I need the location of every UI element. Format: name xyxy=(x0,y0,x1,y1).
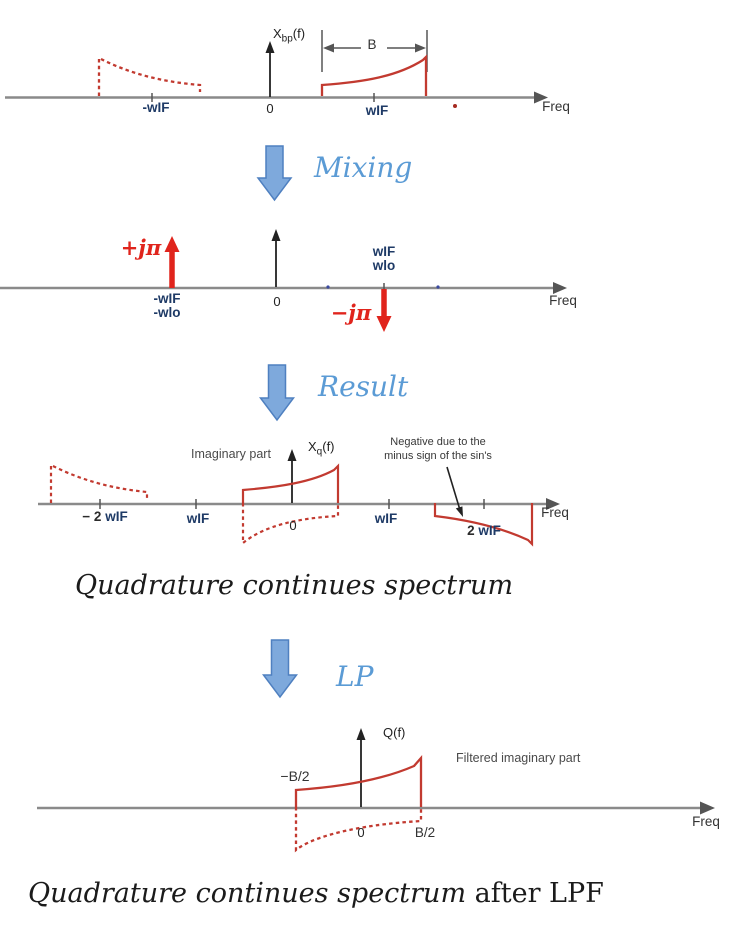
d3-positive-solid-curve xyxy=(241,463,340,503)
d1-zero-label: 0 xyxy=(266,101,274,116)
d2-zero-label: 0 xyxy=(273,294,281,309)
d2-axis-arrowhead xyxy=(553,282,567,294)
d1-ylabel-sub: bp xyxy=(281,33,293,45)
d4-freq-label: Freq xyxy=(692,814,720,829)
d1-negative-image-dotted-curve xyxy=(97,56,202,96)
d2-neg-wif-label: -wIF xyxy=(153,291,181,306)
caption-quadrature-after-lpf: Quadrature continues spectrum after LPF xyxy=(28,878,604,909)
diagram4-filtered-spectrum xyxy=(37,728,715,853)
d1-axis-arrowhead xyxy=(534,91,548,104)
d3-neg-2wif-prefix: − 2 xyxy=(82,509,106,524)
d2-axis-dot-right xyxy=(436,285,440,289)
d3-neg-2wif-wif: wIF xyxy=(105,509,128,524)
d3-vertical-axis-arrowhead xyxy=(287,449,297,461)
d2-pos-wlo-label: wlo xyxy=(372,258,396,273)
d3-annotation-arrowhead xyxy=(455,506,463,517)
d4-negative-dotted-mirror-curve xyxy=(294,807,423,853)
caption2-normal-part: after LPF xyxy=(466,878,604,909)
result-step-label: Result xyxy=(318,370,409,403)
diagram3-quadrature-spectrum xyxy=(38,449,560,547)
d3-imaginary-part-label: Imaginary part xyxy=(191,447,271,461)
d3-annotation-line1: Negative due to the xyxy=(390,436,486,448)
d2-minus-jpi-arrowhead xyxy=(376,316,392,332)
d3-annotation-arrow-line xyxy=(446,466,461,511)
d3-axis-arrowhead xyxy=(546,498,560,510)
d2-pos-wif-label: wIF xyxy=(372,244,396,259)
d1-vertical-axis-arrowhead xyxy=(265,41,275,53)
d3-ylabel-sub: q xyxy=(316,446,323,458)
d3-y-axis-label: Xq(f) xyxy=(308,440,335,458)
d1-bandwidth-measure xyxy=(321,30,428,72)
d3-2wif-label: 2 wIF xyxy=(467,523,501,538)
d3-annotation-line2: minus sign of the sin's xyxy=(384,450,492,462)
d3-ylabel-base: X xyxy=(308,439,317,454)
d1-bandwidth-label: B xyxy=(367,37,377,52)
d3-neg2wif-dotted-curve xyxy=(49,463,149,503)
d4-zero-label: 0 xyxy=(357,825,365,840)
d4-pos-b2-label: B/2 xyxy=(414,825,436,840)
d1-neg-wif-label: -wIF xyxy=(142,100,170,115)
d4-filtered-label: Filtered imaginary part xyxy=(456,751,581,765)
d3-2wif-prefix: 2 xyxy=(467,523,479,538)
d3-wif-right-label: wIF xyxy=(374,511,398,526)
result-step-down-arrow-icon xyxy=(259,364,295,422)
d4-y-axis-label: Q(f) xyxy=(383,725,406,740)
d3-zero-label: 0 xyxy=(289,518,297,533)
d4-vertical-axis-arrowhead xyxy=(356,728,366,740)
d2-minus-jpi-label: −jπ xyxy=(330,300,372,325)
lp-step-label: LP xyxy=(336,660,374,693)
d1-freq-label: Freq xyxy=(542,99,570,114)
d1-positive-spectrum-curve xyxy=(320,54,428,96)
caption-quadrature-spectrum: Quadrature continues spectrum xyxy=(75,570,514,601)
d2-axis-dot-left xyxy=(326,285,330,289)
lp-step-down-arrow-icon xyxy=(262,639,298,699)
d1-ylabel-base: X xyxy=(273,26,282,41)
d1-stray-red-dot xyxy=(453,104,457,108)
d2-neg-wlo-label: -wlo xyxy=(153,305,181,320)
d3-ylabel-suffix: (f) xyxy=(322,439,335,454)
d3-2wif-negative-solid-curve xyxy=(433,503,534,547)
mixing-step-down-arrow-icon xyxy=(256,145,293,202)
d2-freq-label: Freq xyxy=(549,293,577,308)
caption2-italic-part: Quadrature continues spectrum xyxy=(28,878,467,909)
d3-wif-left-label: wIF xyxy=(186,511,210,526)
d3-freq-label: Freq xyxy=(541,505,569,520)
d2-plus-jpi-arrowhead xyxy=(164,236,180,252)
mixing-step-label: Mixing xyxy=(314,151,413,184)
d4-neg-b2-label: −B/2 xyxy=(280,768,310,784)
d2-vertical-axis-arrowhead xyxy=(271,229,281,241)
d2-plus-jpi-label: +jπ xyxy=(120,235,162,260)
d4-axis-arrowhead xyxy=(700,801,715,815)
d1-ylabel-suffix: (f) xyxy=(292,26,306,41)
d1-y-axis-label: Xbp(f) xyxy=(273,27,305,45)
d3-negative-dotted-mirror-curve xyxy=(241,503,340,546)
diagram2-mixing-impulses xyxy=(0,229,567,332)
d4-positive-solid-curve xyxy=(294,754,423,807)
d3-2wif-wif: wIF xyxy=(478,523,501,538)
diagram1-bandpass-spectrum xyxy=(5,30,548,108)
d3-neg-2wif-label: − 2 wIF xyxy=(82,509,128,524)
d1-pos-wif-label: wIF xyxy=(365,103,389,118)
